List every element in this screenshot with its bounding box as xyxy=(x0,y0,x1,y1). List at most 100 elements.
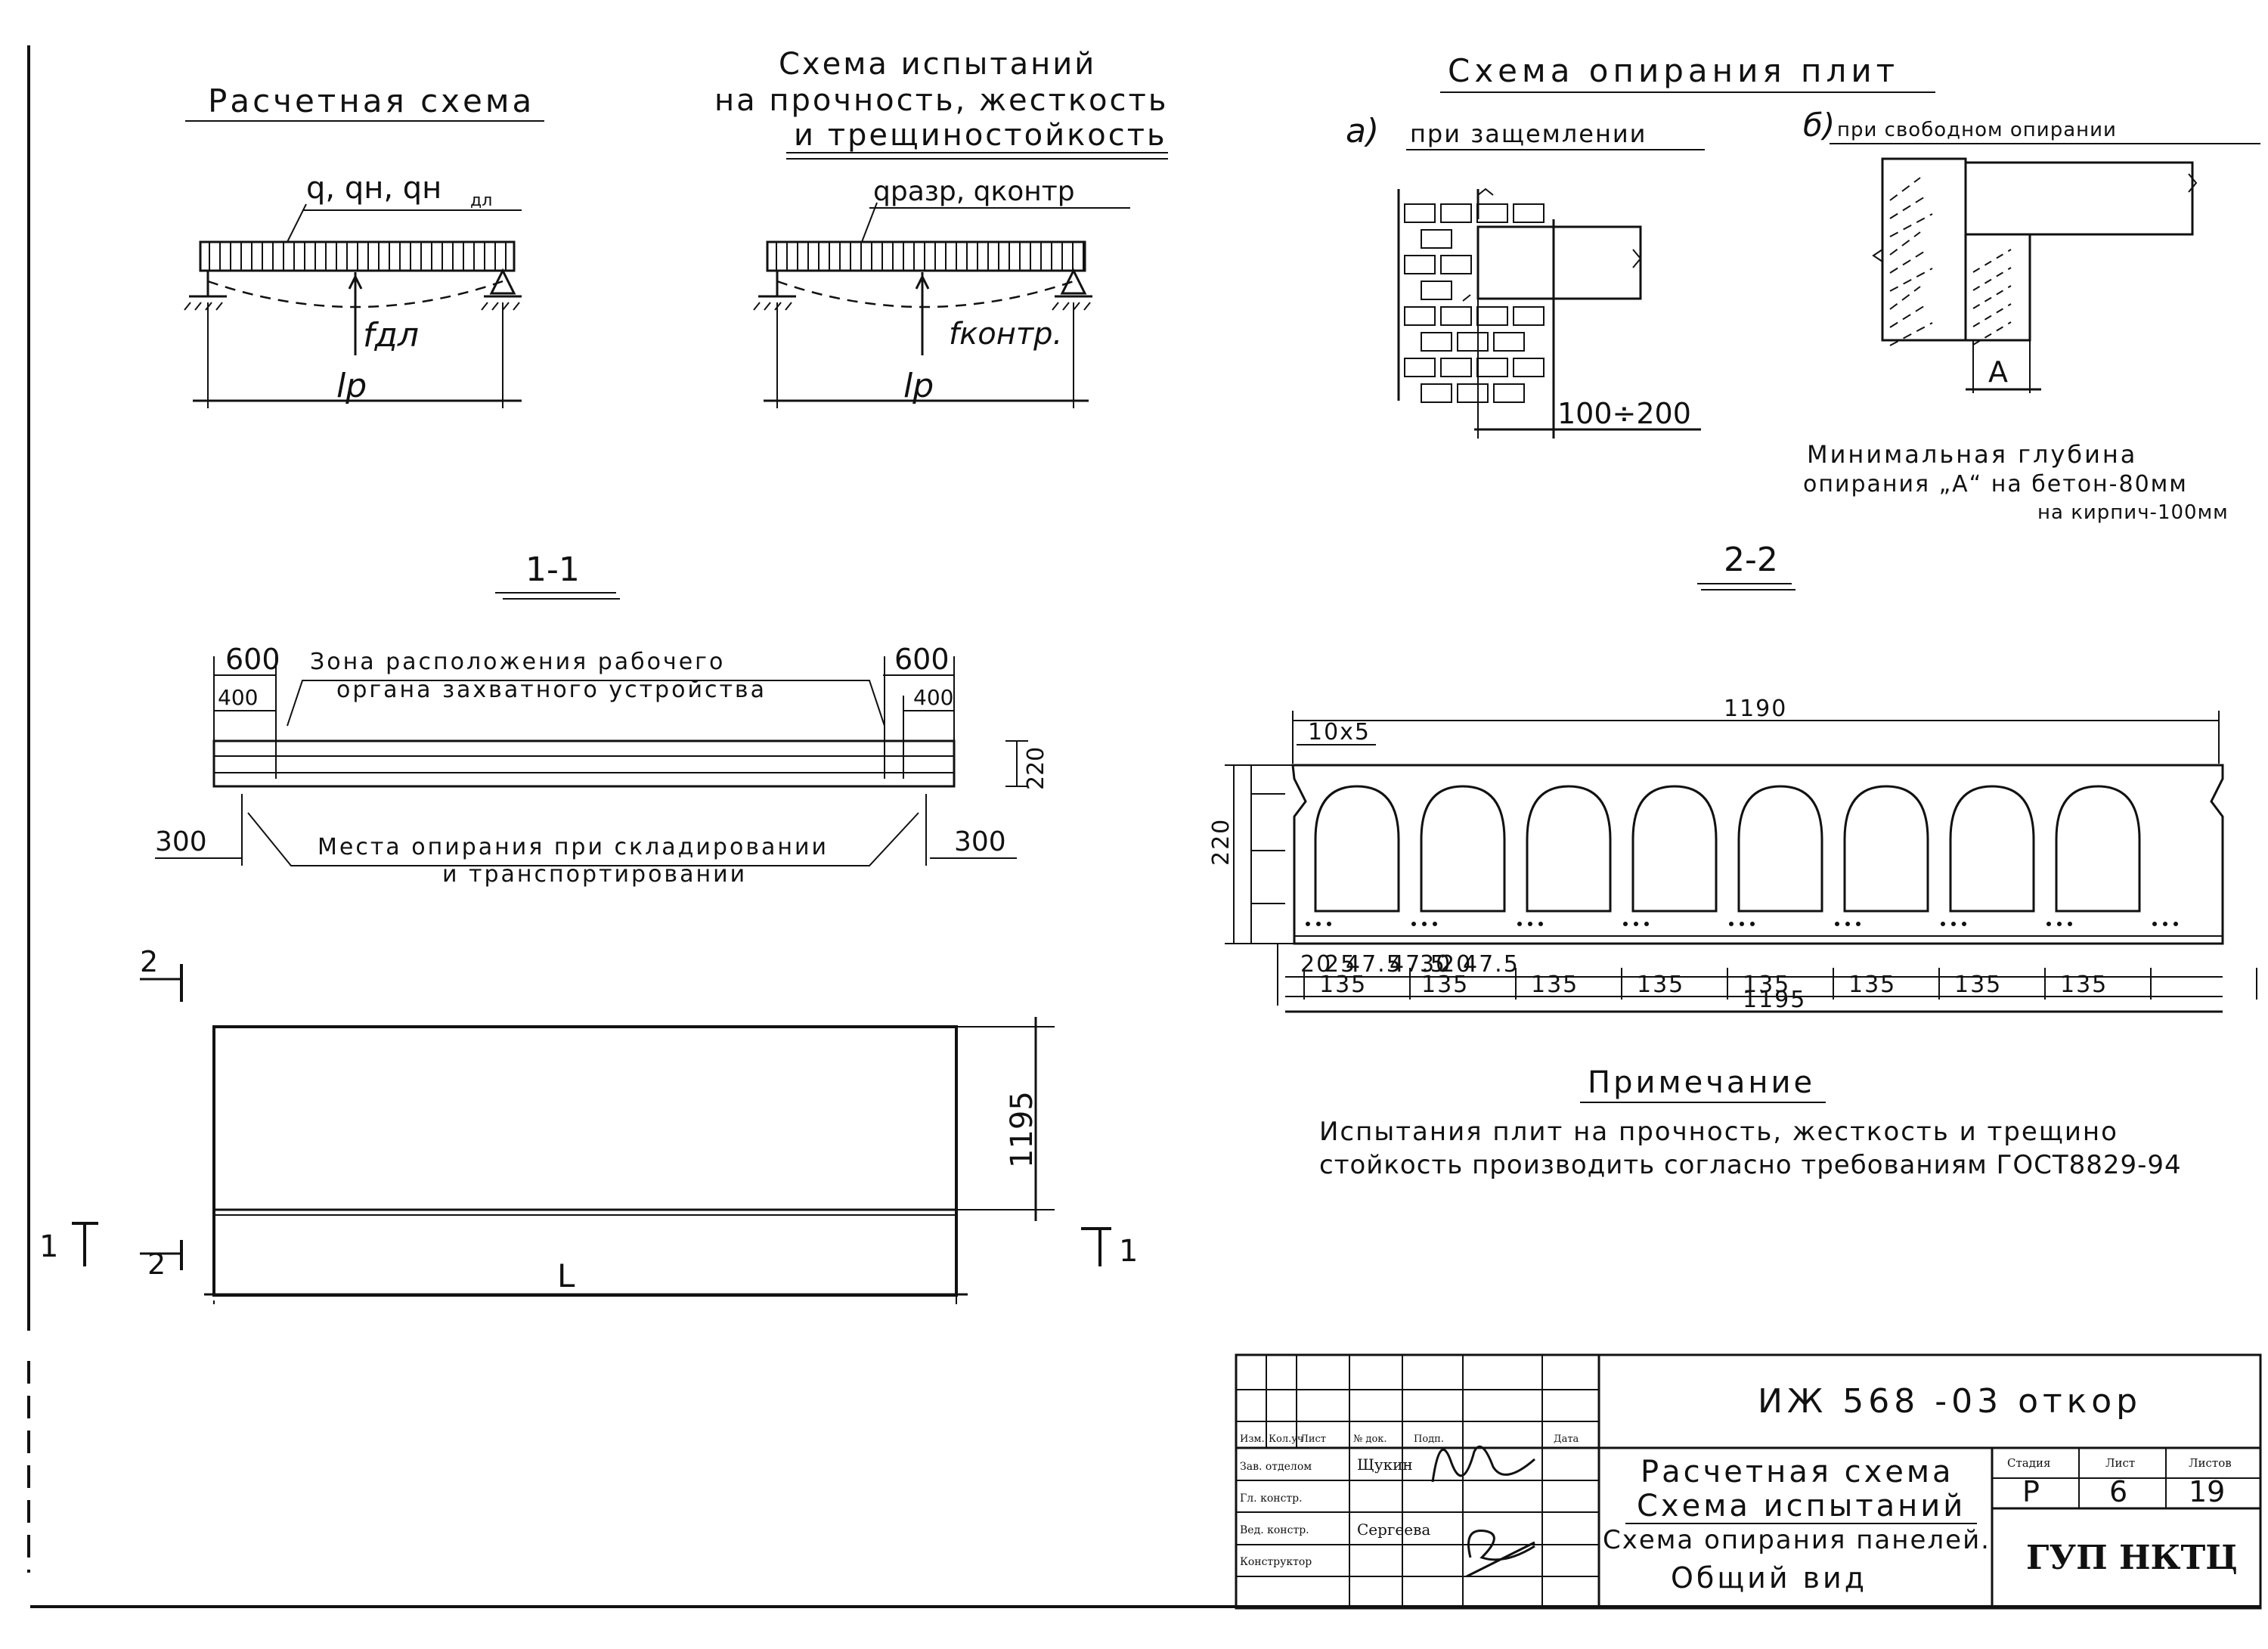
signature-2 xyxy=(1466,1529,1535,1578)
cut-1-right: 1 xyxy=(1119,1234,1138,1269)
overall-top-dim: 1190 xyxy=(1724,696,1787,722)
brick-depth-label: 100÷200 xyxy=(1557,397,1691,430)
dim-400-left: 400 xyxy=(218,685,258,710)
calc-loads-label: q, qн, qн xyxy=(306,171,442,206)
slab-plan-view: 1195 L 2 2 1 1 xyxy=(39,945,1138,1304)
calc-deflection-label: fдл xyxy=(363,316,419,355)
dim-600-left: 600 xyxy=(225,643,280,676)
dim-1195: 1195 xyxy=(1005,1091,1040,1168)
tb-head-kol: Кол.уч xyxy=(1269,1434,1304,1445)
tb-title-l3: Схема опирания панелей. xyxy=(1603,1525,1991,1555)
tb-role-1: Зав. отделом xyxy=(1240,1461,1312,1473)
slab-plan xyxy=(212,1025,958,1297)
section-height-dim: 220 xyxy=(1208,818,1235,866)
void-2 xyxy=(1420,785,1506,913)
test-scheme: Схема испытаний на прочность, жесткость … xyxy=(714,47,1168,408)
tb-role-4: Конструктор xyxy=(1240,1556,1312,1568)
slab-side-elevation xyxy=(212,739,956,788)
support-b-title: при свободном опирании xyxy=(1837,119,2117,141)
tb-title-l1: Расчетная схема xyxy=(1641,1455,1954,1489)
pitch-dim-3: 135 xyxy=(1531,972,1579,998)
void-8 xyxy=(2055,785,2141,913)
tb-role-3: Вед. констр. xyxy=(1240,1524,1309,1536)
note-line-1: Испытания плит на прочность, жесткость и… xyxy=(1319,1117,2118,1147)
tb-name-3: Сергеева xyxy=(1357,1520,1430,1539)
support-scheme-title: Схема опирания плит xyxy=(1448,52,1899,89)
pitch-dim-6: 135 xyxy=(1848,972,1896,998)
tb-sheets: 19 xyxy=(2189,1475,2225,1508)
note-line-2: стойкость производить согласно требовани… xyxy=(1319,1150,2182,1180)
test-span-label: lp xyxy=(903,367,934,405)
brick-wall-support: 100÷200 xyxy=(1397,188,1701,439)
tb-stage-label: Стадия xyxy=(2007,1456,2050,1470)
support-a-title: при защемлении xyxy=(1410,119,1647,148)
void-6 xyxy=(1843,785,1929,913)
void-4 xyxy=(1631,785,1718,913)
small-dim-2: 25 xyxy=(1325,951,1356,978)
tb-role-2: Гл. констр. xyxy=(1240,1492,1303,1505)
signature-1 xyxy=(1431,1445,1535,1483)
test-loads-label: qразр, qконтр xyxy=(873,176,1075,207)
test-load-band xyxy=(766,240,1086,272)
pitch-dim-1: 135 xyxy=(1319,972,1367,998)
test-scheme-title-l3: и трещиностойкость xyxy=(794,118,1167,153)
hollow-core-section-outline xyxy=(1291,764,2224,945)
small-dim-1: 20 xyxy=(1300,951,1332,978)
support-scheme: Схема опирания плит а) при защемлении б)… xyxy=(1346,52,2260,524)
dim-300-right: 300 xyxy=(954,826,1006,857)
test-deflected-shape xyxy=(776,280,1074,308)
pitch-dim-2: 135 xyxy=(1421,972,1469,998)
grip-zone-l1: Зона расположения рабочего xyxy=(310,649,725,675)
depth-a-label: А xyxy=(1988,355,2008,389)
free-support: А Минимальная глубина опирания „А“ на бе… xyxy=(1803,157,2229,524)
min-depth-l3: на кирпич-100мм xyxy=(2037,501,2229,524)
tb-head-date: Дата xyxy=(1554,1434,1579,1445)
small-dim-3: 47.5 xyxy=(1346,951,1402,978)
tb-head-izm: Изм. xyxy=(1240,1434,1265,1445)
section-1-1: 1-1 600 600 400 400 Зона расположения ра… xyxy=(155,550,1049,888)
small-dim-6: 20 xyxy=(1440,951,1472,978)
section-2-title: 2-2 xyxy=(1724,541,1778,579)
tb-sheets-label: Листов xyxy=(2189,1456,2232,1470)
void-1 xyxy=(1314,785,1400,913)
void-5 xyxy=(1737,785,1823,913)
dim-L: L xyxy=(557,1257,575,1294)
note-block: Примечание Испытания плит на прочность, … xyxy=(1319,1065,2182,1180)
tb-sheet: 6 xyxy=(2109,1475,2127,1508)
pitch-dim-5: 135 xyxy=(1743,972,1790,998)
pitch-dim-7: 135 xyxy=(1954,972,2002,998)
support-b-prefix: б) xyxy=(1803,107,1835,144)
test-scheme-title-l1: Схема испытаний xyxy=(779,47,1096,82)
calc-scheme: Расчетная схема q, qн, qн дл fдл lp xyxy=(184,82,544,408)
tb-title-l4: Общий вид xyxy=(1671,1561,1867,1595)
title-block: Изм. Кол.уч Лист № док. Подп. Дата Зав. … xyxy=(1235,1353,2262,1610)
tb-title-l2: Схема испытаний xyxy=(1637,1489,1966,1523)
tb-sheet-label: Лист xyxy=(2105,1456,2135,1470)
tb-code: ИЖ 568 -03 откор xyxy=(1758,1382,2142,1421)
min-depth-l1: Минимальная глубина xyxy=(1807,440,2137,469)
tb-stage: Р xyxy=(2022,1475,2040,1508)
note-title: Примечание xyxy=(1588,1065,1815,1100)
section-1-title: 1-1 xyxy=(525,550,580,589)
void-7 xyxy=(1949,785,2035,913)
pitch-dim-8: 135 xyxy=(2060,972,2108,998)
support-a-prefix: а) xyxy=(1346,112,1379,150)
small-dim-4: 47.5 xyxy=(1390,951,1446,978)
storage-l1: Места опирания при складировании xyxy=(318,834,829,860)
test-scheme-title-l2: на прочность, жесткость xyxy=(714,83,1168,118)
calc-loads-sub: дл xyxy=(470,191,492,210)
small-dim-7: 47.5 xyxy=(1463,951,1520,978)
overall-bottom-dim: 1195 xyxy=(1743,987,1806,1013)
cut-1-left: 1 xyxy=(39,1229,58,1264)
calc-span-label: lp xyxy=(336,367,367,405)
tb-head-doc: № док. xyxy=(1353,1434,1387,1445)
cut-2-top: 2 xyxy=(140,945,158,978)
dim-300-left: 300 xyxy=(155,826,207,857)
pitch-dim-4: 135 xyxy=(1637,972,1684,998)
section-2-2: 2-2 1190 10х5 220 135 135 135 135 xyxy=(1208,541,2257,1013)
dim-220: 220 xyxy=(1023,747,1049,790)
test-deflection-label: fконтр. xyxy=(949,317,1062,352)
tb-head-sign: Подп. xyxy=(1414,1434,1444,1445)
void-3 xyxy=(1526,785,1612,913)
